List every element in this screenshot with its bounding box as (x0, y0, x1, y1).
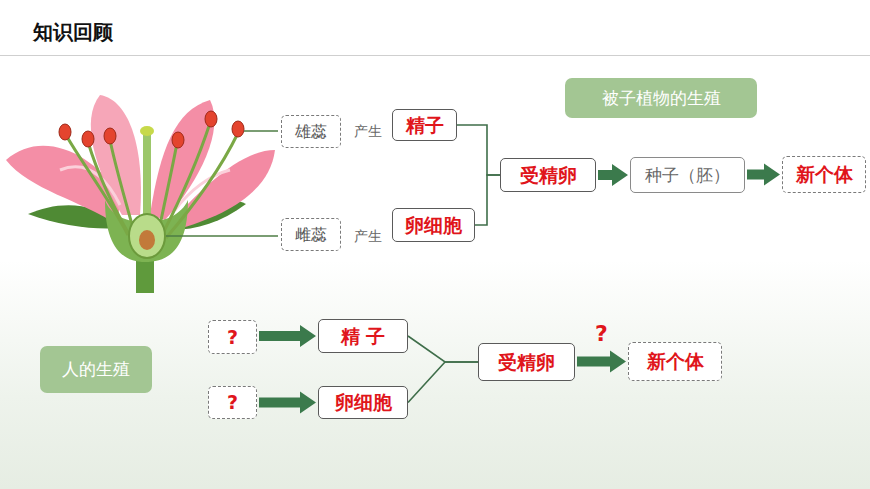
node-text: ? (227, 391, 238, 414)
node-text: 受精卵 (498, 351, 555, 374)
section-badge: 人的生殖 (40, 346, 152, 393)
cell-box: 受精卵 (500, 158, 596, 192)
organ-box: 雌蕊 (281, 218, 341, 251)
ovule (139, 230, 155, 250)
leader-line (244, 130, 278, 132)
style (143, 135, 151, 218)
node-text: 受精卵 (520, 164, 577, 187)
node-text: 卵细胞 (335, 391, 392, 414)
cell-box: 精子 (392, 109, 457, 141)
question-box: ? (208, 320, 257, 354)
cell-box: 精 子 (318, 319, 408, 353)
section-badge: 被子植物的生殖 (565, 78, 757, 118)
merge-line (408, 362, 478, 403)
ovary (129, 214, 165, 258)
block-arrow (259, 325, 316, 347)
slide-title: 知识回顾 (33, 19, 113, 46)
block-arrow (577, 351, 626, 373)
question-box: ? (208, 386, 257, 419)
cell-box: 卵细胞 (318, 386, 408, 419)
node-text: 雌蕊 (295, 225, 327, 244)
cell-box: 受精卵 (478, 343, 575, 381)
verb-label: 产生 (354, 123, 382, 141)
node-text: 新个体 (647, 350, 704, 373)
node-text: 雄蕊 (295, 122, 327, 141)
verb-label: 产生 (354, 228, 382, 246)
node-text: 卵细胞 (405, 214, 462, 237)
result-box: 新个体 (628, 342, 722, 381)
node-text: ? (227, 326, 238, 349)
edge-label: ? (595, 321, 608, 346)
block-arrow (747, 164, 780, 186)
block-arrow (598, 164, 628, 186)
node-text: 精 子 (341, 325, 386, 348)
block-arrow (259, 392, 316, 414)
result-box: 新个体 (782, 156, 866, 193)
node-text: 新个体 (796, 163, 853, 186)
merge-bracket (475, 175, 500, 225)
merge-bracket (457, 125, 500, 175)
node-text: 精子 (406, 114, 444, 137)
organ-box: 雄蕊 (281, 115, 341, 148)
title-rule (0, 55, 870, 56)
leader-line (166, 235, 278, 237)
node-text: 种子（胚） (645, 165, 730, 185)
anthers (59, 111, 244, 148)
merge-line (408, 336, 478, 362)
node-text: 人的生殖 (62, 359, 130, 379)
stigma (140, 126, 154, 136)
cell-box: 卵细胞 (392, 208, 475, 242)
node-text: 被子植物的生殖 (602, 88, 721, 108)
stage-box: 种子（胚） (630, 157, 745, 193)
